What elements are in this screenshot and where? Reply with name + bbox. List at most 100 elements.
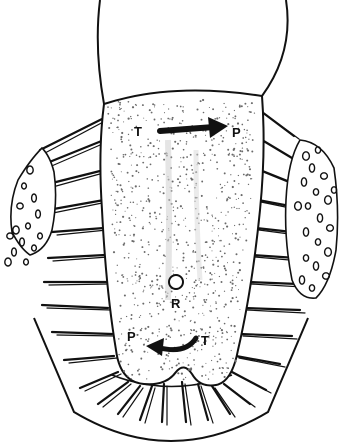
stipple-dot: [123, 242, 125, 244]
stipple-dot: [129, 345, 131, 347]
stipple-dot: [210, 310, 212, 312]
stipple-dot: [246, 210, 247, 211]
stipple-dot: [176, 105, 178, 107]
stipple-dot: [185, 267, 187, 269]
stipple-dot: [141, 246, 143, 248]
stipple-dot: [207, 284, 209, 286]
stipple-dot: [128, 181, 129, 182]
stipple-dot: [238, 175, 239, 176]
stipple-dot: [177, 207, 179, 209]
stipple-dot: [167, 355, 169, 357]
stipple-dot: [222, 111, 223, 112]
stipple-dot: [116, 204, 117, 205]
stipple-dot: [187, 357, 188, 358]
stipple-dot: [128, 118, 130, 120]
stipple-dot: [219, 240, 220, 241]
stipple-dot: [238, 208, 239, 209]
stipple-dot: [162, 309, 164, 311]
stipple-dot: [209, 107, 210, 108]
stipple-dot: [120, 136, 122, 138]
stipple-dot: [137, 115, 139, 117]
stipple-dot: [127, 207, 129, 209]
stipple-dot: [135, 283, 136, 284]
stipple-dot: [212, 243, 214, 245]
stipple-dot: [183, 379, 185, 381]
stipple-dot: [112, 224, 114, 226]
hatch-stroke-thin: [239, 358, 285, 367]
stipple-dot: [183, 149, 185, 151]
stipple-dot: [134, 225, 136, 227]
stipple-dot: [234, 110, 235, 111]
stipple-dot: [192, 306, 194, 308]
stipple-dot: [114, 118, 115, 119]
stipple-dot: [245, 240, 247, 242]
stipple-dot: [223, 306, 225, 308]
stipple-dot: [148, 338, 150, 340]
stipple-dot: [241, 150, 243, 152]
stipple-dot: [132, 284, 133, 285]
stipple-dot: [193, 296, 194, 297]
stipple-dot: [172, 148, 174, 150]
stipple-dot: [128, 140, 129, 141]
stipple-dot: [186, 169, 188, 171]
stipple-dot: [242, 159, 243, 160]
stipple-dot: [204, 284, 205, 285]
stipple-dot: [186, 156, 188, 158]
stipple-dot: [242, 137, 244, 139]
stipple-dot: [130, 153, 131, 154]
stipple-dot: [190, 154, 192, 156]
stipple-dot: [249, 174, 251, 176]
stipple-dot: [208, 378, 209, 379]
stipple-dot: [244, 163, 245, 164]
stipple-dot: [239, 237, 240, 238]
stipple-dot: [186, 296, 188, 298]
stipple-dot: [122, 276, 124, 278]
stipple-dot: [230, 281, 232, 283]
stipple-dot: [117, 204, 119, 206]
stipple-dot: [214, 228, 215, 229]
stipple-dot: [172, 180, 174, 182]
stipple-dot: [141, 152, 142, 153]
stipple-dot: [185, 174, 187, 176]
stipple-dot: [122, 216, 124, 218]
stipple-dot: [179, 122, 181, 124]
stipple-dot: [128, 134, 129, 135]
neck-right-edge: [262, 0, 288, 96]
stipple-dot: [157, 175, 159, 177]
stipple-dot: [177, 178, 179, 180]
stipple-dot: [178, 329, 180, 331]
stipple-dot: [224, 291, 225, 292]
stipple-dot: [251, 151, 253, 153]
stipple-dot: [236, 277, 237, 278]
stipple-dot: [146, 200, 148, 202]
stipple-dot: [177, 185, 179, 187]
stipple-dot: [216, 161, 218, 163]
stipple-dot: [234, 359, 236, 361]
stipple-dot: [175, 311, 177, 313]
stipple-dot: [239, 309, 240, 310]
stipple-dot: [118, 101, 120, 103]
hatch-stroke: [162, 384, 164, 422]
stipple-dot: [161, 222, 162, 223]
stipple-dot: [143, 156, 144, 157]
stipple-dot: [131, 165, 132, 166]
stipple-dot: [180, 161, 181, 162]
stipple-dot: [180, 205, 182, 207]
stipple-dot: [159, 331, 160, 332]
stipple-dot: [226, 362, 227, 363]
stipple-dot: [188, 369, 190, 371]
stipple-dot: [160, 207, 162, 209]
stipple-dot: [113, 176, 115, 178]
stipple-dot: [177, 358, 179, 360]
hatch-stroke: [98, 382, 128, 404]
stipple-dot: [134, 298, 135, 299]
stipple-dot: [135, 271, 137, 273]
stipple-dot: [221, 342, 222, 343]
stipple-dot: [131, 351, 133, 353]
stipple-dot: [157, 140, 158, 141]
stipple-dot: [127, 278, 128, 279]
stipple-dot: [140, 201, 141, 202]
stipple-dot: [146, 274, 148, 276]
stipple-dot: [215, 343, 216, 344]
stipple-dot: [213, 292, 215, 294]
